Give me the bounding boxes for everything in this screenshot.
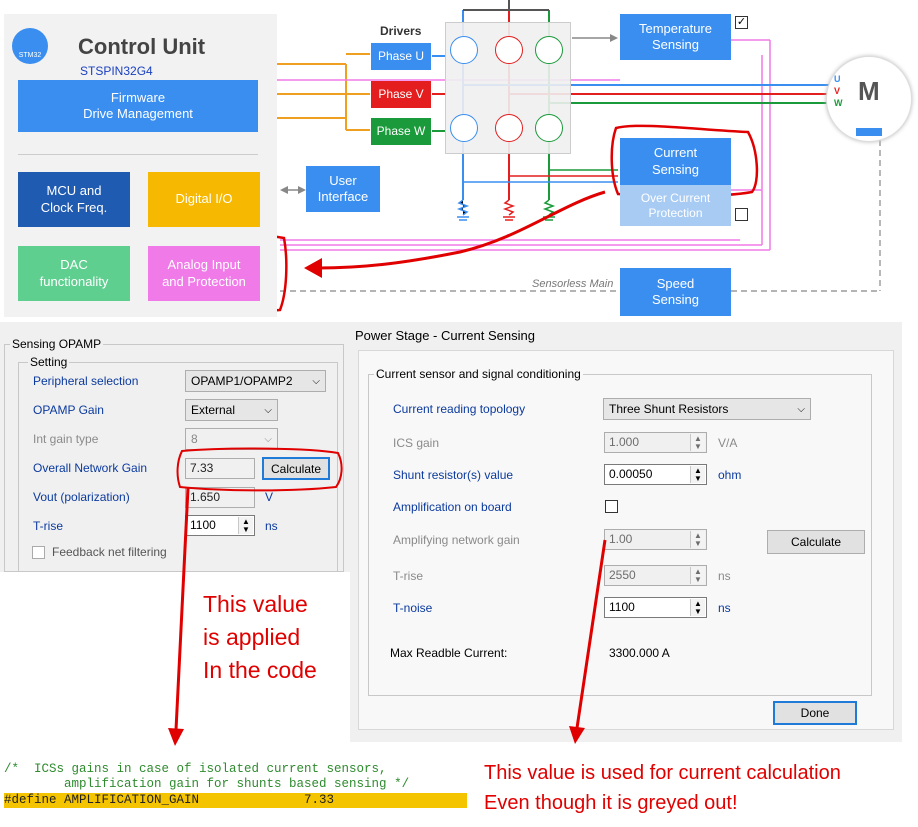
- int-gain-label: Int gain type: [33, 432, 99, 446]
- spinner-icon[interactable]: ▲▼: [690, 434, 705, 451]
- over-current-block: Over Current Protection: [620, 185, 731, 226]
- phase-v-block: Phase V: [371, 81, 431, 108]
- calculate-button-power[interactable]: Calculate: [767, 530, 865, 554]
- spinner-icon[interactable]: ▲▼: [690, 466, 705, 483]
- sensing-opamp-title: Sensing OPAMP: [10, 337, 104, 351]
- control-unit-title: Control Unit: [78, 34, 206, 59]
- user-interface-block: User Interface: [306, 166, 380, 212]
- peripheral-label: Peripheral selection: [33, 374, 139, 388]
- tnoise-label: T-noise: [393, 601, 433, 615]
- firmware-block: Firmware Drive Management: [18, 80, 258, 132]
- current-sensor-group-title: Current sensor and signal conditioning: [374, 367, 583, 381]
- transistor-u-high: [450, 36, 478, 64]
- divider: [18, 154, 258, 155]
- gain-select[interactable]: External⌵: [185, 399, 278, 421]
- tnoise-field[interactable]: 1100▲▼: [604, 597, 707, 618]
- code-define-line: #define AMPLIFICATION_GAIN 7.33: [4, 793, 467, 808]
- feedback-checkbox[interactable]: [32, 546, 45, 559]
- network-gain-highlight: [176, 447, 343, 492]
- spinner-icon[interactable]: ▲▼: [690, 599, 705, 616]
- gain-label: OPAMP Gain: [33, 403, 104, 417]
- control-unit-subtitle: STSPIN32G4: [80, 64, 153, 78]
- shunt-label: Shunt resistor(s) value: [393, 468, 514, 482]
- spinner-icon[interactable]: ▲▼: [690, 567, 705, 584]
- chevron-down-icon: ⌵: [264, 434, 272, 445]
- dac-block: DAC functionality: [18, 246, 130, 301]
- feedback-label: Feedback net filtering: [52, 545, 167, 559]
- current-sensing-block: Current Sensing: [620, 138, 731, 185]
- ics-gain-unit: V/A: [718, 436, 738, 450]
- amp-on-board-checkbox[interactable]: [605, 500, 618, 513]
- tnoise-unit: ns: [718, 601, 731, 615]
- analog-block: Analog Input and Protection: [148, 246, 260, 301]
- trise-label-opamp: T-rise: [33, 519, 63, 533]
- over-current-checkbox[interactable]: [735, 208, 748, 221]
- calculate-button-opamp[interactable]: Calculate: [262, 457, 330, 480]
- vout-field[interactable]: 1.650: [185, 487, 255, 508]
- code-comment-line2: amplification gain for shunts based sens…: [4, 777, 410, 791]
- trise-unit-power: ns: [718, 569, 731, 583]
- transistor-v-low: [495, 114, 523, 142]
- trise-unit-opamp: ns: [265, 519, 278, 533]
- topology-select[interactable]: Three Shunt Resistors⌵: [603, 398, 811, 420]
- amp-network-label: Amplifying network gain: [393, 533, 520, 547]
- peripheral-select[interactable]: OPAMP1/OPAMP2⌵: [185, 370, 326, 392]
- shunt-unit: ohm: [718, 468, 742, 482]
- chevron-down-icon: ⌵: [312, 376, 320, 387]
- drivers-label: Drivers: [380, 24, 422, 38]
- motor-terminal-u: U: [834, 74, 841, 84]
- network-gain-field[interactable]: 7.33: [185, 458, 255, 479]
- setting-title: Setting: [28, 355, 70, 369]
- used-annotation: This value is used for current calculati…: [484, 762, 841, 814]
- code-comment-line1: /* ICSs gains in case of isolated curren…: [4, 762, 387, 776]
- temperature-sensing-block: Temperature Sensing: [620, 14, 731, 60]
- sensorless-main-label: Sensorless Main: [530, 278, 616, 290]
- motor-circle: [826, 56, 912, 142]
- motor-base: [856, 128, 882, 136]
- transistor-w-low: [535, 114, 563, 142]
- setting-group: [18, 362, 338, 572]
- amp-on-board-label: Amplification on board: [393, 500, 512, 514]
- applied-annotation: This value is applied In the code: [203, 591, 317, 683]
- trise-field-power[interactable]: 2550▲▼: [604, 565, 707, 586]
- phase-w-block: Phase W: [371, 118, 431, 145]
- transistor-w-high: [535, 36, 563, 64]
- ics-gain-field[interactable]: 1.000▲▼: [604, 432, 707, 453]
- trise-label-power: T-rise: [393, 569, 423, 583]
- motor-terminal-w: W: [834, 98, 843, 108]
- network-gain-label: Overall Network Gain: [33, 461, 148, 475]
- transistor-u-low: [450, 114, 478, 142]
- speed-sensing-block: Speed Sensing: [620, 268, 731, 316]
- phase-u-block: Phase U: [371, 43, 431, 70]
- ics-gain-label: ICS gain: [393, 436, 440, 450]
- stm32-logo: STM32: [12, 28, 48, 64]
- temperature-checkbox[interactable]: ✓: [735, 16, 748, 29]
- mcu-block: MCU and Clock Freq.: [18, 172, 130, 227]
- spinner-icon[interactable]: ▲▼: [238, 517, 253, 534]
- motor-terminal-v: V: [834, 86, 841, 96]
- spinner-icon[interactable]: ▲▼: [690, 531, 705, 548]
- vout-unit: V: [265, 490, 274, 504]
- done-button[interactable]: Done: [773, 701, 857, 725]
- trise-field-opamp[interactable]: 1100▲▼: [185, 515, 255, 536]
- vout-label: Vout (polarization): [33, 490, 130, 504]
- power-stage-title: Power Stage - Current Sensing: [355, 328, 535, 343]
- digital-io-block: Digital I/O: [148, 172, 260, 227]
- max-current-value: 3300.000 A: [609, 646, 670, 660]
- amp-network-field[interactable]: 1.00▲▼: [604, 529, 707, 550]
- block-diagram: STM32 Control Unit STSPIN32G4 Firmware D…: [0, 0, 918, 322]
- current-sensor-group: [368, 374, 872, 696]
- motor-label: M: [858, 76, 880, 106]
- chevron-down-icon: ⌵: [264, 405, 272, 416]
- topology-label: Current reading topology: [393, 402, 526, 416]
- chevron-down-icon: ⌵: [797, 404, 805, 415]
- shunt-field[interactable]: 0.00050▲▼: [604, 464, 707, 485]
- transistor-v-high: [495, 36, 523, 64]
- max-current-label: Max Readble Current:: [390, 646, 508, 660]
